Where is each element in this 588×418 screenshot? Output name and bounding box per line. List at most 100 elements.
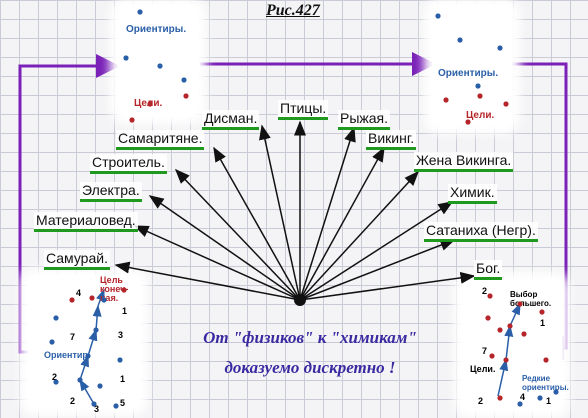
blue-dot [85, 353, 91, 359]
rare-orientirs-label: Редкие ориентиры. [522, 374, 569, 392]
arrow-elektra [148, 195, 301, 301]
bl-num-1b: 1 [120, 374, 126, 384]
caption-line-1: От "физиков" к "химикам" [203, 328, 417, 347]
blue-dot [91, 401, 97, 407]
bl-num-1a: 1 [122, 306, 128, 316]
blue-dot [181, 77, 187, 83]
label-samarityane: Самаритяне. [116, 130, 205, 150]
br-num-4: 4 [520, 392, 526, 402]
arrow-bog [299, 271, 476, 301]
label-ptitsy: Птицы. [278, 100, 329, 120]
arrow-khimik [299, 201, 454, 301]
label-ryzhaya: Рыжая. [338, 110, 391, 130]
arrow-satanikha [299, 239, 456, 301]
blue-dot [123, 55, 129, 61]
arrow-materialoved [133, 225, 301, 301]
caption-line-2: доказуемо дискретно ! [224, 358, 396, 377]
red-dot [507, 323, 513, 329]
bl-num-3a: 3 [118, 330, 124, 340]
red-dot [69, 297, 75, 303]
red-dot [89, 295, 95, 301]
label-viking: Викинг. [366, 130, 417, 150]
blue-dot [517, 401, 523, 407]
label-elektra: Электра. [80, 182, 142, 202]
blue-dot [53, 315, 59, 321]
bl-num-2a: 2 [52, 372, 58, 382]
red-dot [521, 331, 527, 337]
blue-dot [537, 395, 543, 401]
br-num-1a: 1 [540, 318, 546, 328]
blue-dot [93, 327, 99, 333]
label-materialoved: Материаловед. [34, 212, 138, 232]
blue-dot [435, 13, 441, 19]
top-left-orientirs-label: Ориентиры. [126, 24, 187, 35]
bl-num-4: 4 [76, 288, 82, 298]
figure-title: Рис.427 [266, 2, 320, 19]
red-dot [183, 93, 189, 99]
bl-num-5: 5 [120, 398, 126, 408]
blue-dot [553, 389, 559, 395]
red-dot [129, 117, 135, 123]
br-num-1b: 1 [546, 396, 552, 406]
blue-dot [101, 297, 107, 303]
orientir-label: Ориентир [44, 350, 88, 360]
blue-dot [113, 403, 119, 409]
label-zhena-vikinga: Жена Викинга. [414, 152, 514, 172]
red-dot [539, 309, 545, 315]
red-dot [465, 119, 471, 125]
red-dot [477, 93, 483, 99]
arrow-disman [259, 124, 301, 301]
br-num-7: 7 [482, 346, 488, 356]
label-stroitel: Строитель. [90, 154, 167, 174]
blue-dot [457, 37, 463, 43]
choice-bigger-label: Выбор большего. [510, 290, 552, 308]
arrow-samurai [114, 261, 301, 301]
label-disman: Дисман. [202, 110, 260, 130]
br-goals-label: Цели. [470, 364, 496, 374]
blue-dot [97, 383, 103, 389]
blue-dot [475, 83, 481, 89]
red-dot [497, 395, 503, 401]
red-dot [147, 101, 153, 107]
br-num-2a: 2 [482, 286, 488, 296]
red-dot [503, 101, 509, 107]
red-dot [517, 301, 523, 307]
blue-dot [497, 45, 503, 51]
red-dot [485, 315, 491, 321]
top-right-goals-label: Цели. [466, 110, 495, 121]
label-samurai: Самурай. [44, 250, 110, 270]
blue-dot [53, 379, 59, 385]
top-right-orientirs-label: Ориентиры. [438, 68, 499, 79]
red-dot [487, 293, 493, 299]
fan-origin [294, 294, 306, 306]
label-khimik: Химик. [448, 184, 497, 204]
br-num-2b: 2 [478, 396, 484, 406]
blue-dot [77, 377, 83, 383]
red-dot [121, 287, 127, 293]
blue-dot [117, 357, 123, 363]
goal-final-label: Цель конеч- ная. [100, 275, 129, 303]
bl-num-2b: 2 [70, 396, 76, 406]
label-satanikha: Сатаниха (Негр). [424, 222, 538, 242]
red-dot [497, 327, 503, 333]
arrow-ryzhaya [299, 126, 356, 301]
blue-dot [137, 9, 143, 15]
bl-num-7: 7 [70, 332, 76, 342]
red-dot [503, 357, 509, 363]
arrow-zhena-vikinga [299, 170, 420, 301]
label-bog: Бог. [474, 260, 503, 280]
red-dot [543, 357, 549, 363]
arrow-samarityane [213, 146, 301, 301]
blue-dot [157, 63, 163, 69]
blue-dot [49, 339, 55, 345]
red-dot [443, 97, 449, 103]
arrow-viking [299, 146, 385, 301]
bl-num-3b: 3 [94, 404, 100, 414]
red-dot [489, 353, 495, 359]
arrow-stroitel [174, 168, 301, 301]
